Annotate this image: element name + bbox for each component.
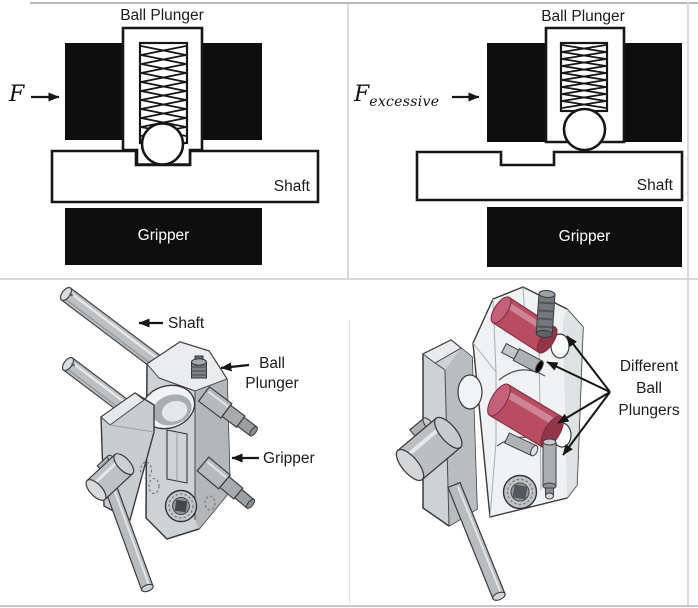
force-excessive-label: Fexcessive [354,82,439,110]
hex-socket-screw [164,489,198,523]
horizontal-divider [0,278,698,280]
panel-schematic-excessive: Ball Plunger Fexcessive Shaft Gripper [349,0,698,280]
plunger-pin-top [500,342,544,374]
different-plungers-label-line3: Plungers [618,402,680,419]
ball-plunger-label-line1: Ball [259,355,285,372]
plunger-ball [562,107,607,152]
hex-socket-screw [502,474,538,510]
plunger-fan-arrows [546,335,611,456]
vertical-divider-bottom [349,320,351,604]
force-symbol: F [354,82,370,107]
shaft-shape [415,150,684,202]
schematic-excessive-svg [415,26,684,267]
plunger-pin-middle [504,432,539,457]
gripper-shape [487,207,682,267]
vertical-divider-top [347,3,349,278]
schematic-title: Ball Plunger [541,8,625,25]
hidden-lines [139,461,216,511]
ball-plunger-red-middle [487,383,564,449]
schematic-normal-svg [31,26,320,265]
ball-plunger-knurled [535,289,556,338]
clamp-handle [395,416,506,601]
cad-transparent-svg [395,286,611,601]
ball-plunger-label-line2: Plunger [245,375,299,393]
shaft-label: Shaft [273,178,310,195]
gripper-label: Gripper [558,227,611,245]
frame-top [30,2,698,4]
gripper-label: Gripper [263,450,315,467]
ball-plunger-red-top [490,296,558,354]
panel-cad-assembled: Shaft Ball Plunger Gripper [0,280,349,608]
frame-bottom [0,605,698,607]
clamp-handle [85,453,154,593]
gripper-pin-2 [196,456,256,509]
shaft-label: Shaft [636,177,673,194]
shaft-bore [140,384,196,430]
gripper-label: Gripper [137,227,190,245]
force-label: F [9,82,25,107]
force-subscript: excessive [369,94,440,110]
panel-schematic-normal: Ball Plunger F Shaft Gripper [0,0,349,280]
ball-plunger-arrow [220,362,250,372]
ball-plunger-grey [542,438,557,500]
schematic-title: Ball Plunger [120,7,204,24]
frame-right [687,2,689,606]
spring [559,41,609,113]
ball-plunger-screw [191,355,207,379]
shaft-label: Shaft [168,315,205,332]
cad-assembled-svg [59,286,259,593]
panel-cad-transparent: Different Ball Plungers [349,280,698,608]
different-plungers-label-line1: Different [619,358,679,375]
gripper-pin [197,385,258,437]
gripper-shape [65,208,262,265]
different-plungers-label-line2: Ball [636,380,662,397]
plunger-ball [140,122,185,166]
